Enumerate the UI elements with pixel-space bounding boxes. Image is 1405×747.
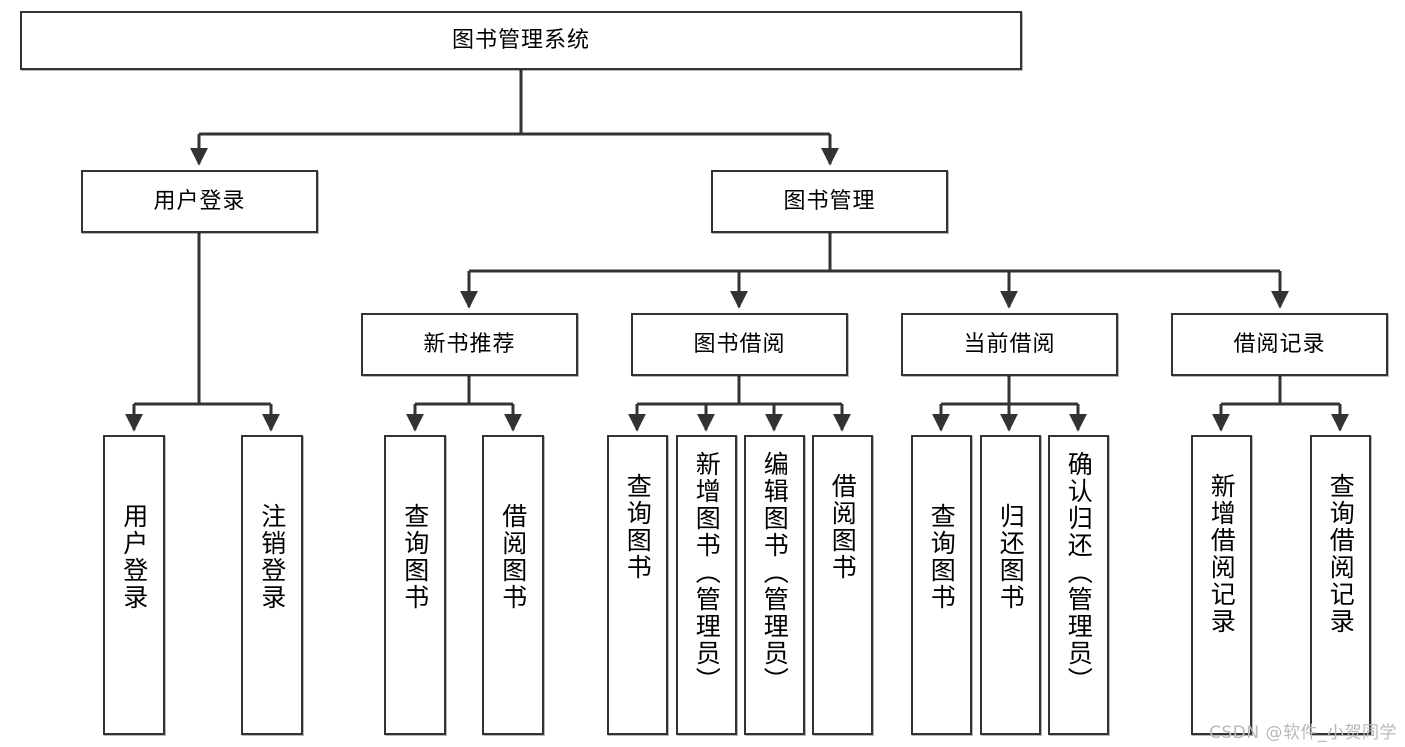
node-label: 查询图书	[623, 473, 653, 581]
node-label: 新增图书（管理员）	[692, 451, 722, 694]
node-leaf-borrow-book-recommend[interactable]: 借阅图书	[482, 435, 544, 735]
node-label: 确认归还（管理员）	[1064, 451, 1094, 694]
node-label: 图书管理	[783, 188, 876, 214]
node-leaf-logout[interactable]: 注销登录	[241, 435, 303, 735]
node-label: 图书管理系统	[451, 27, 590, 53]
node-leaf-user-login[interactable]: 用户登录	[103, 435, 165, 735]
node-leaf-confirm-return-admin[interactable]: 确认归还（管理员）	[1048, 435, 1109, 735]
node-label: 编辑图书（管理员）	[760, 451, 790, 694]
node-leaf-edit-book-admin[interactable]: 编辑图书（管理员）	[744, 435, 805, 735]
node-label: 图书借阅	[693, 331, 786, 357]
node-book-borrow[interactable]: 图书借阅	[631, 313, 848, 376]
node-label: 新增借阅记录	[1207, 473, 1237, 635]
node-label: 用户登录	[153, 188, 246, 214]
node-label: 查询借阅记录	[1326, 473, 1356, 635]
node-root-book-management-system[interactable]: 图书管理系统	[20, 11, 1022, 70]
node-leaf-query-book-current[interactable]: 查询图书	[911, 435, 972, 735]
node-leaf-add-book-admin[interactable]: 新增图书（管理员）	[676, 435, 737, 735]
node-leaf-add-borrow-record[interactable]: 新增借阅记录	[1191, 435, 1252, 735]
node-leaf-query-book-recommend[interactable]: 查询图书	[384, 435, 446, 735]
node-new-book-recommend[interactable]: 新书推荐	[361, 313, 578, 376]
node-label: 注销登录	[257, 503, 287, 611]
watermark: CSDN @软件_小贺同学	[1209, 723, 1397, 743]
node-user-login[interactable]: 用户登录	[81, 170, 318, 233]
node-label: 归还图书	[996, 503, 1026, 611]
node-label: 用户登录	[119, 503, 149, 611]
node-borrow-record[interactable]: 借阅记录	[1171, 313, 1388, 376]
node-leaf-query-borrow-record[interactable]: 查询借阅记录	[1310, 435, 1371, 735]
node-label: 新书推荐	[423, 331, 516, 357]
node-label: 借阅图书	[828, 473, 858, 581]
node-label: 借阅图书	[498, 503, 528, 611]
node-current-borrow[interactable]: 当前借阅	[901, 313, 1118, 376]
node-book-management[interactable]: 图书管理	[711, 170, 948, 233]
node-leaf-return-book[interactable]: 归还图书	[980, 435, 1041, 735]
node-label: 借阅记录	[1233, 331, 1326, 357]
node-label: 当前借阅	[963, 331, 1056, 357]
node-label: 查询图书	[400, 503, 430, 611]
node-leaf-borrow-book[interactable]: 借阅图书	[812, 435, 873, 735]
node-label: 查询图书	[927, 503, 957, 611]
node-leaf-query-book-borrow[interactable]: 查询图书	[607, 435, 668, 735]
